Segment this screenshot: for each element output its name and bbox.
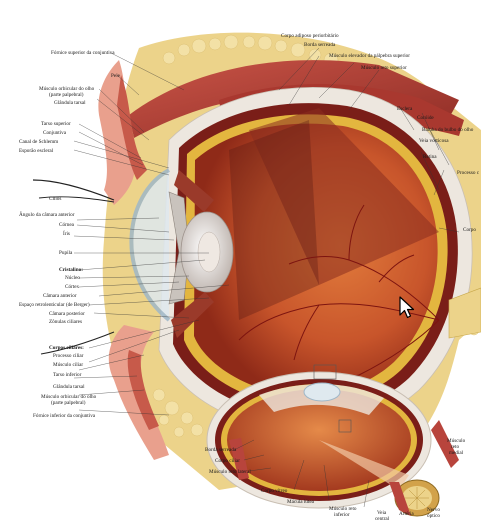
label-reto-superior: Músculo reto superior [361,65,407,71]
label-canal-schlemm: Canal de Schlemm [19,139,58,145]
lens-nucleus [198,232,220,272]
label-pupila: Pupila [59,250,72,256]
mouse-pointer-icon [399,296,415,320]
label-borda-serreada-top: Borda serreada [304,42,335,48]
label-processo: Processo c [457,170,479,176]
label-glandula-tarsal-inferior: Glândula tarsal [53,384,85,390]
label-orbicular-lower-2: (parte palpebral) [51,400,85,406]
label-cornea: Córnea [59,222,74,228]
label-processo-ciliar: Processo ciliar [53,353,83,359]
label-cilios: Cílios [49,196,61,202]
label-tarso-superior: Tarso superior [41,121,71,127]
label-esporao-escleral: Esporão escleral [19,148,53,154]
eye-cross-section-illustration [19,20,481,526]
label-iris: Íris [63,231,70,237]
label-corpo-ciliar: Corpo ciliar [215,458,240,464]
label-corpos-ciliares: Corpos ciliares: [49,345,84,351]
label-corpo-adiposo: Corpo adiposo periorbitário [281,33,339,39]
label-pele: Pele [111,73,120,79]
label-tarso-inferior: Tarso inferior [53,372,81,378]
label-reto-inferior-2: inferior [334,512,350,518]
label-levantador: Músculo elevador da pálpebra superior [329,53,410,59]
label-corpo: Corpo [463,227,476,233]
label-reto-lateral: Músculo reto lateral [209,469,251,475]
label-nervo-2: óptico [427,513,440,519]
label-espaco-retrolenticular: Espaço retrolenticular (de Berger) [19,302,90,308]
label-fornice-inferior: Fórnice inferior da conjuntiva [33,413,95,419]
label-arteria: Artéria [399,511,414,517]
label-reto-medial-3: medial [449,450,463,456]
label-esclera: Esclera [397,106,412,112]
label-camara-posterior: Câmara posterior [49,311,85,317]
label-conjuntiva: Conjuntiva [43,130,66,136]
label-coroide: Coróide [417,115,434,121]
label-camara-anterior: Câmara anterior [43,293,77,299]
label-veia-2: central [375,516,389,522]
label-veia-vorticosa: Veia vorticosa [419,138,449,144]
label-borda-serreada-bottom: Borda serreada [205,447,236,453]
label-bainha-bulbo: Bainha do bulbo do olho [422,127,473,133]
label-macula-lutea: Mácula lútea [287,499,314,505]
label-cristalino: Cristalino: [59,267,83,273]
label-nucleo: Núcleo [65,275,80,281]
label-musculo-ciliar: Músculo ciliar [53,362,83,368]
label-zonulas-ciliares: Zônulas ciliares [49,319,82,325]
label-corpo-vitreo: Corpo vítreo [261,488,287,494]
label-cortex: Córtex [65,284,79,290]
eye-anatomy-plate: Fórnice superior da conjuntiva Pele Músc… [19,20,481,526]
label-orbicular-upper-2: (parte palpebral) [49,92,83,98]
label-retina: Retina [423,154,437,160]
label-glandula-tarsal-superior: Glândula tarsal [54,100,86,106]
label-angulo-camara: Ângulo da câmara anterior [19,212,74,218]
label-fornice-superior: Fórnice superior da conjuntiva [51,50,115,56]
